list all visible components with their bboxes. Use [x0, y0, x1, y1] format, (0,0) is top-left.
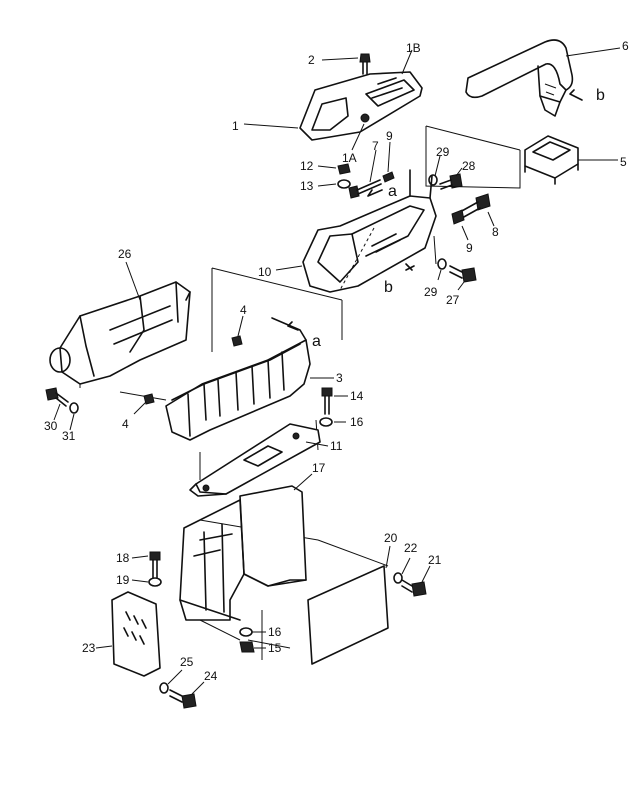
- label-1A: 1A: [342, 151, 357, 165]
- label-3: 3: [336, 371, 343, 385]
- armrest-handle-6: [465, 39, 621, 117]
- lower-box-3: [165, 317, 334, 441]
- label-25: 25: [180, 655, 194, 669]
- label-9a: 9: [386, 129, 393, 143]
- frame-17: [179, 473, 313, 621]
- washer-22: [393, 557, 411, 584]
- label-20: 20: [384, 531, 398, 545]
- label-14: 14: [350, 389, 364, 403]
- label-5: 5: [620, 155, 627, 169]
- washer-19: [131, 577, 162, 587]
- label-31: 31: [62, 429, 76, 443]
- bolt-14: [321, 387, 348, 415]
- bolt-8: [459, 193, 495, 227]
- washer-16-upper: [319, 417, 346, 427]
- spacer-9-upper: [382, 141, 395, 183]
- part-labels: 1 1A 1B 2 3 4 4 5 6 7 8 9 9 10 11 12 13 …: [44, 39, 629, 683]
- label-27: 27: [446, 293, 460, 307]
- washer-31: [69, 402, 79, 431]
- label-28: 28: [462, 159, 476, 173]
- label-8: 8: [492, 225, 499, 239]
- label-13: 13: [300, 179, 314, 193]
- spacer-9-lower: [451, 209, 469, 241]
- side-panel-20: [307, 545, 391, 665]
- grommet-4-lower: [133, 393, 155, 415]
- label-15: 15: [268, 641, 282, 655]
- label-30: 30: [44, 419, 58, 433]
- label-22: 22: [404, 541, 418, 555]
- label-4a: 4: [240, 303, 247, 317]
- bolt-28: [439, 167, 463, 190]
- bolt-7: [348, 149, 382, 199]
- washer-16-lower: [239, 627, 266, 637]
- assembly-lines: [79, 125, 521, 660]
- label-26: 26: [118, 247, 132, 261]
- label-4b: 4: [122, 417, 129, 431]
- label-11: 11: [330, 439, 343, 453]
- label-7: 7: [372, 139, 379, 153]
- bolt-24: [169, 681, 205, 709]
- reference-a-upper: a: [388, 183, 397, 200]
- label-21: 21: [428, 553, 442, 567]
- cover-plate-23: [95, 591, 161, 677]
- washer-29-upper: [428, 155, 441, 186]
- label-17: 17: [312, 461, 326, 475]
- bolt-27: [449, 265, 477, 291]
- label-10: 10: [258, 265, 272, 279]
- label-19: 19: [116, 573, 130, 587]
- console-base-10: [275, 169, 437, 293]
- top-cover-1: [243, 49, 423, 151]
- label-18: 18: [116, 551, 130, 565]
- reference-arrows: [287, 89, 583, 331]
- bolt-21: [401, 565, 431, 597]
- reference-b-lower: b: [384, 279, 393, 296]
- label-1B: 1B: [406, 41, 421, 55]
- washer-13: [317, 179, 351, 189]
- label-23: 23: [82, 641, 96, 655]
- bracket-5: [524, 135, 618, 185]
- bolt-30: [45, 387, 69, 421]
- bolt-18: [131, 551, 161, 579]
- bolt-2: [321, 53, 371, 75]
- nut-15: [239, 641, 266, 653]
- label-29b: 29: [424, 285, 438, 299]
- reference-a-lower: a: [312, 333, 321, 350]
- housing-26: [49, 261, 191, 385]
- label-1: 1: [232, 119, 239, 133]
- plate-11: [189, 423, 329, 497]
- label-16b: 16: [268, 625, 282, 639]
- nut-12: [317, 163, 351, 175]
- label-29a: 29: [436, 145, 450, 159]
- label-24: 24: [204, 669, 218, 683]
- label-6: 6: [622, 39, 629, 53]
- label-16a: 16: [350, 415, 364, 429]
- label-2: 2: [308, 53, 315, 67]
- washer-29-lower: [437, 258, 447, 281]
- label-12: 12: [300, 159, 314, 173]
- label-9b: 9: [466, 241, 473, 255]
- washer-25: [159, 669, 183, 694]
- grommet-4-upper: [231, 315, 244, 347]
- reference-b-right: b: [596, 87, 605, 104]
